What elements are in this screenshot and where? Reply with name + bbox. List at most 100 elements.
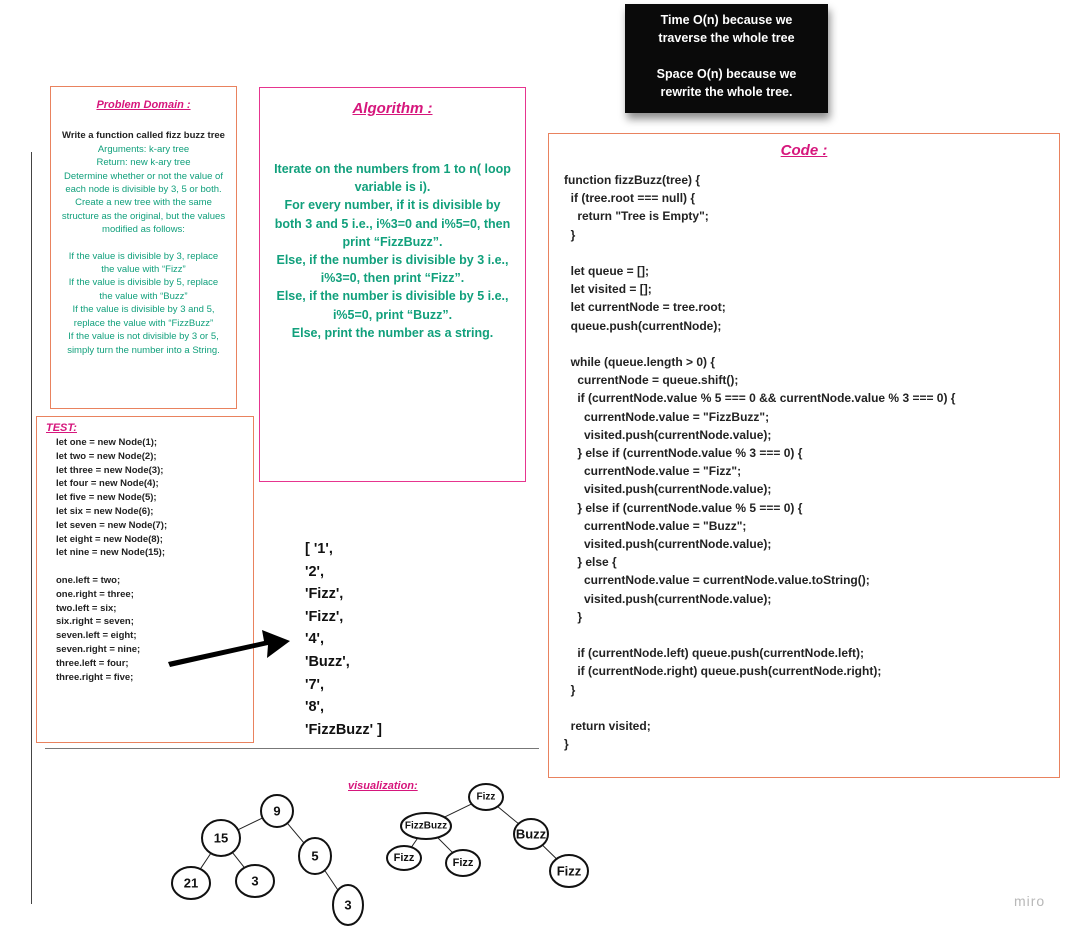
space-complexity-line-2: rewrite the whole tree. <box>660 85 793 99</box>
output-item: 'FizzBuzz' ] <box>305 721 382 738</box>
tree-node-circle <box>201 819 241 857</box>
test-line: six.right = seven; <box>56 616 134 628</box>
rule-fizzbuzz: If the value is divisible by 3 and 5, re… <box>72 304 215 329</box>
horizontal-divider <box>45 748 539 749</box>
output-item: '4', <box>305 631 324 648</box>
miro-logo: miro <box>1014 893 1046 909</box>
code-line: currentNode.value = currentNode.value.to… <box>564 573 870 588</box>
tree-node-circle <box>235 864 275 898</box>
code-title: Code : <box>780 142 828 159</box>
tree-node-o-buzz[interactable]: Buzz <box>513 818 549 850</box>
tree-node-label: 21 <box>184 876 198 891</box>
tree-node-circle <box>332 884 364 926</box>
problem-description: Determine whether or not the value of ea… <box>61 170 226 236</box>
algorithm-step: For every number, if it is divisible by … <box>274 198 511 249</box>
tree-edge <box>231 852 245 868</box>
test-code-block: let one = new Node(1);let two = new Node… <box>46 436 253 684</box>
complexity-sticky-note[interactable]: Time O(n) because we traverse the whole … <box>625 4 828 113</box>
tree-node-n3b[interactable]: 3 <box>332 884 364 926</box>
space-complexity-line-1: Space O(n) because we <box>656 67 797 81</box>
tree-node-o-fizz-r[interactable]: Fizz <box>549 854 589 888</box>
arrow-icon[interactable] <box>168 630 290 667</box>
output-array[interactable]: [ '1','2','Fizz','Fizz','4','Buzz','7','… <box>305 538 425 741</box>
code-line: let visited = []; <box>564 282 652 297</box>
test-title: TEST: <box>46 422 77 434</box>
problem-return: Return: new k-ary tree <box>96 157 191 169</box>
test-line: one.right = three; <box>56 588 134 600</box>
tree-edge <box>542 844 557 860</box>
code-line: } else if (currentNode.value % 5 === 0) … <box>564 500 803 515</box>
tree-node-circle <box>445 849 481 877</box>
input-tree: 9 15 5 21 3 3 <box>171 794 364 926</box>
code-line: currentNode.value = "Buzz"; <box>564 518 747 533</box>
test-line: seven.right = nine; <box>56 643 141 655</box>
algorithm-step: Else, if the number is divisible by 5 i.… <box>276 289 509 322</box>
code-line: if (currentNode.value % 5 === 0 && curre… <box>564 391 956 406</box>
test-line: one.left = two; <box>56 574 121 586</box>
tree-node-o-fizz-l[interactable]: Fizz <box>386 845 422 871</box>
code-line: } <box>564 227 576 242</box>
rule-fizz: If the value is divisible by 3, replace … <box>68 250 219 276</box>
tree-node-o-fizz-m[interactable]: Fizz <box>445 849 481 877</box>
tree-edge <box>286 822 305 844</box>
tree-edge <box>444 803 472 818</box>
tree-node-o-root[interactable]: Fizz <box>468 783 504 811</box>
algorithm-step: Else, print the number as a string. <box>291 325 494 340</box>
visualization-label: visualization: <box>348 780 418 792</box>
test-line: let four = new Node(4); <box>56 478 159 490</box>
output-item: '2', <box>305 563 324 580</box>
time-complexity-line-1: Time O(n) because we <box>660 13 793 27</box>
tree-node-circle <box>468 783 504 811</box>
tree-node-circle <box>400 812 452 840</box>
algorithm-card[interactable]: Algorithm : Iterate on the numbers from … <box>259 87 526 482</box>
tree-node-n5[interactable]: 5 <box>298 837 332 875</box>
output-item: 'Buzz', <box>305 653 350 670</box>
left-vertical-line <box>31 152 32 904</box>
test-line: let three = new Node(3); <box>56 464 164 476</box>
tree-node-label: Fizz <box>394 852 415 864</box>
code-line: let currentNode = tree.root; <box>564 300 726 315</box>
test-line: let five = new Node(5); <box>56 492 157 504</box>
code-line: visited.push(currentNode.value); <box>564 427 772 442</box>
rule-buzz: If the value is divisible by 5, replace … <box>68 277 219 302</box>
tree-node-label: Buzz <box>516 827 547 842</box>
problem-domain-card[interactable]: Problem Domain : Write a function called… <box>50 86 237 409</box>
code-line: if (tree.root === null) { <box>564 191 696 206</box>
code-line: if (currentNode.right) queue.push(curren… <box>564 664 882 679</box>
code-line: } else if (currentNode.value % 3 === 0) … <box>564 446 803 461</box>
code-line: currentNode = queue.shift(); <box>564 373 739 388</box>
tree-edge <box>497 806 519 825</box>
algorithm-step: Iterate on the numbers from 1 to n( loop… <box>274 162 511 195</box>
tree-node-o-fizzbuzz[interactable]: FizzBuzz <box>400 812 452 840</box>
code-card[interactable]: Code : function fizzBuzz(tree) { if (tre… <box>548 133 1060 778</box>
problem-domain-title: Problem Domain : <box>96 99 191 111</box>
code-line: currentNode.value = "Fizz"; <box>564 464 742 479</box>
tree-node-n21[interactable]: 21 <box>171 866 211 900</box>
problem-arguments: Arguments: k-ary tree <box>97 143 190 155</box>
output-item: 'Fizz', <box>305 586 344 603</box>
test-line: three.right = five; <box>56 671 134 683</box>
algorithm-text: Iterate on the numbers from 1 to n( loop… <box>274 160 511 342</box>
tree-node-label: 5 <box>311 849 318 864</box>
tree-node-n9[interactable]: 9 <box>260 794 294 828</box>
tree-node-circle <box>513 818 549 850</box>
code-line: while (queue.length > 0) { <box>564 355 716 369</box>
test-line: let seven = new Node(7); <box>56 519 168 531</box>
tree-node-n15[interactable]: 15 <box>201 819 241 857</box>
code-block: function fizzBuzz(tree) { if (tree.root … <box>564 171 1059 753</box>
time-complexity-line-2: traverse the whole tree <box>658 31 795 45</box>
output-item: [ '1', <box>305 541 333 557</box>
tree-node-n3a[interactable]: 3 <box>235 864 275 898</box>
test-line: seven.left = eight; <box>56 630 137 642</box>
tree-node-circle <box>171 866 211 900</box>
code-line: return visited; <box>564 719 651 734</box>
rule-string: If the value is not divisible by 3 or 5,… <box>67 331 220 356</box>
tree-edge <box>237 817 263 831</box>
tree-node-label: 9 <box>273 804 280 819</box>
tree-node-label: 15 <box>214 831 228 846</box>
test-card[interactable]: TEST: let one = new Node(1);let two = ne… <box>36 416 254 743</box>
tree-node-circle <box>260 794 294 828</box>
code-line: } <box>564 737 569 752</box>
